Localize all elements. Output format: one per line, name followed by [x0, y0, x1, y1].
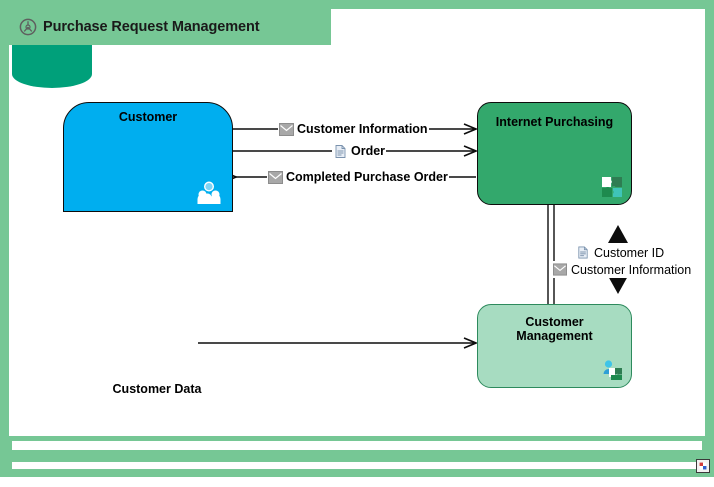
- diagram-canvas[interactable]: Customer Internet Purchasing: [9, 9, 705, 436]
- flow-label-text: Customer Information: [571, 262, 692, 277]
- flow-label-customer-id[interactable]: Customer ID: [576, 244, 665, 261]
- document-artifact-icon: [578, 246, 588, 259]
- node-customer-management-label-line2: Management: [516, 329, 593, 344]
- actor-people-icon: [197, 181, 221, 204]
- node-internet-purchasing-label: Internet Purchasing: [495, 115, 614, 129]
- message-envelope-icon: [279, 122, 294, 136]
- flow-label-customer-information-mid[interactable]: Customer Information: [553, 261, 692, 278]
- flow-label-text: Completed Purchase Order: [286, 170, 448, 184]
- flow-label-text: Customer ID: [594, 245, 665, 260]
- flow-label-customer-information[interactable]: Customer Information: [278, 121, 429, 137]
- resize-grip-icon[interactable]: [696, 459, 710, 473]
- node-customer-management[interactable]: Customer Management: [477, 304, 632, 388]
- status-bar-inner: [11, 461, 703, 470]
- document-artifact-icon: [335, 144, 346, 158]
- horizontal-scrollbar[interactable]: [11, 440, 703, 451]
- flow-label-text: Order: [351, 144, 386, 158]
- flow-label-order[interactable]: Order: [332, 143, 387, 159]
- business-process-icon: [19, 18, 37, 36]
- node-customer-label: Customer: [118, 110, 178, 124]
- group-header[interactable]: Purchase Request Management: [9, 9, 331, 45]
- node-internet-purchasing[interactable]: Internet Purchasing: [477, 102, 632, 205]
- application-window: Customer Internet Purchasing: [0, 0, 714, 477]
- node-customer-data-label: Customer Data: [112, 382, 202, 396]
- message-envelope-icon: [553, 263, 567, 276]
- message-envelope-icon: [268, 170, 283, 184]
- arrow-down-triangle: [608, 276, 628, 294]
- component-puzzle-icon: [602, 177, 622, 197]
- flow-label-text: Customer Information: [297, 122, 428, 136]
- node-customer-management-label-line1: Customer: [525, 315, 584, 329]
- component-actor-icon: [603, 360, 622, 380]
- group-title: Purchase Request Management: [43, 19, 260, 35]
- flow-label-completed-purchase-order[interactable]: Completed Purchase Order: [267, 169, 449, 185]
- arrow-up-triangle: [608, 225, 628, 243]
- node-customer[interactable]: Customer: [63, 102, 233, 212]
